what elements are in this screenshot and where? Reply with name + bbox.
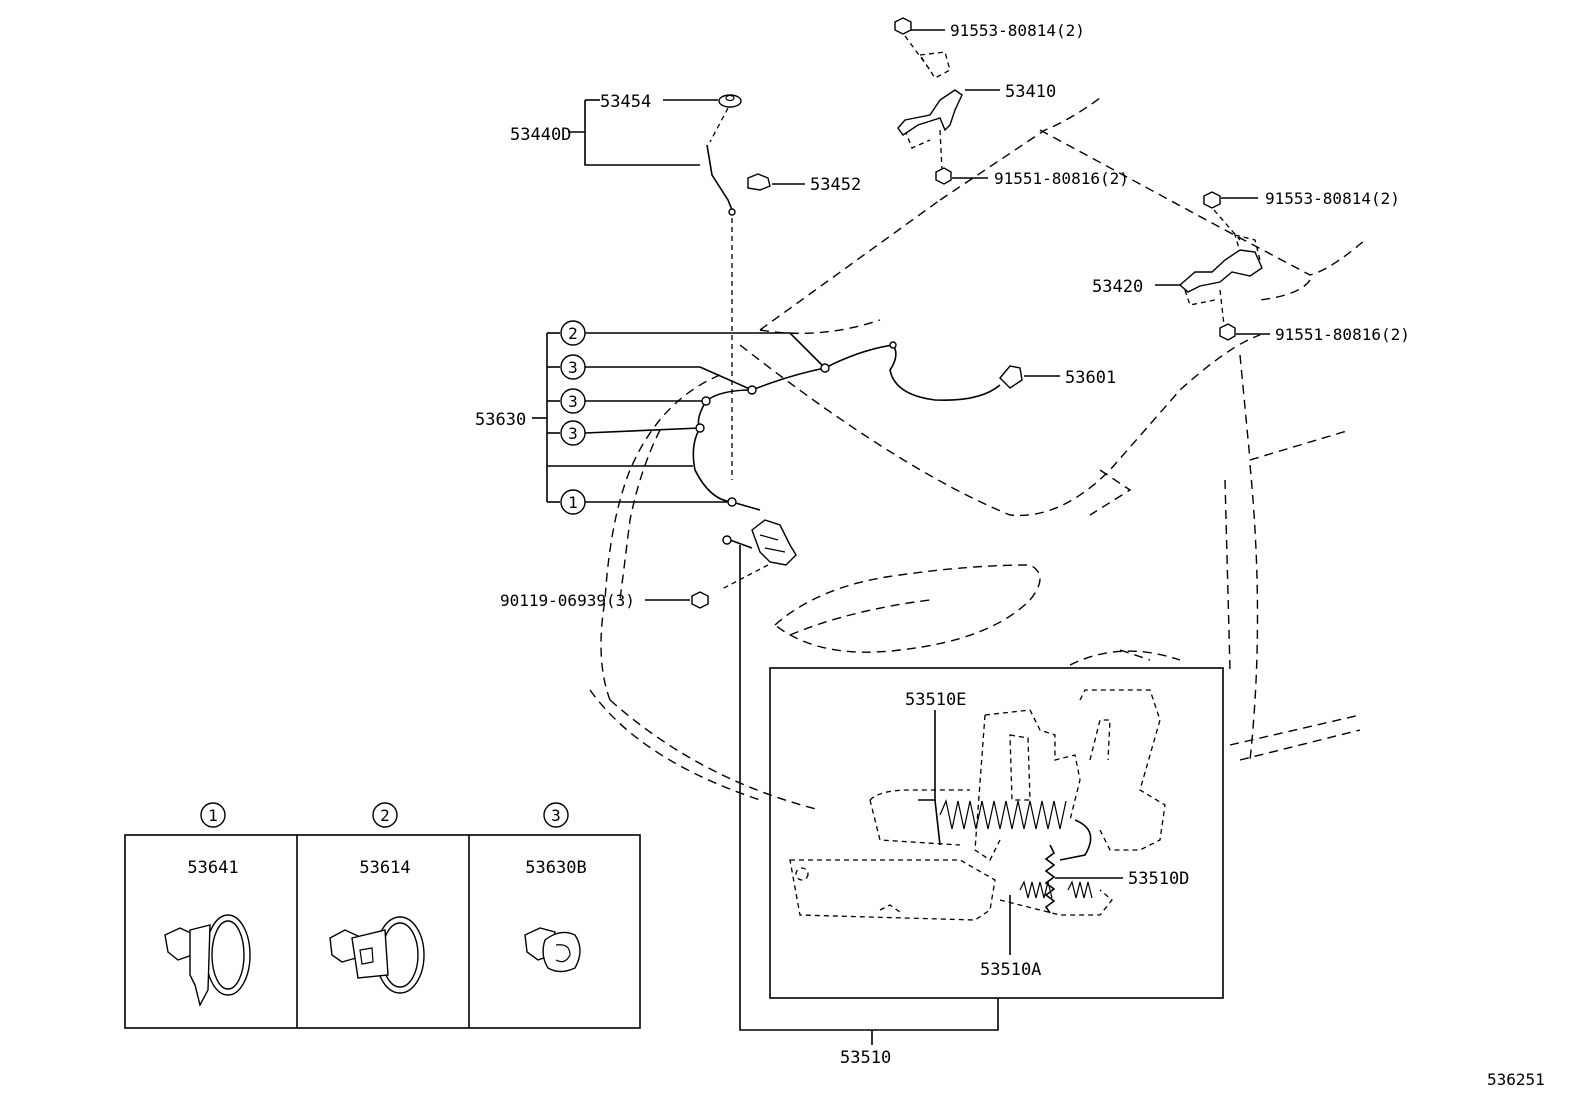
label-53510E: 53510E [905,690,966,710]
group-53440D: 53440D 53454 53452 [510,92,861,480]
nut-91551-right-icon [1219,323,1236,341]
label-53410: 53410 [1005,82,1056,102]
label-53420: 53420 [1092,277,1143,297]
label-53510A: 53510A [980,960,1041,980]
label-53454: 53454 [600,92,651,112]
label-53641: 53641 [187,858,238,878]
clip-table: 1 2 3 53641 53614 53630B [124,802,641,1029]
clip-53614-icon [329,916,425,994]
label-53510: 53510 [840,1048,891,1068]
label-91553-right: 91553-80814(2) [1265,189,1400,208]
label-53452: 53452 [810,175,861,195]
spring-53510E-icon [939,799,1067,830]
hood-hinge-53420-icon [1178,249,1263,293]
label-53510D: 53510D [1128,869,1189,889]
label-53614: 53614 [359,858,410,878]
support-rod-icon [706,144,733,211]
reference-number: 536251 [1487,1070,1545,1089]
label-53601: 53601 [1065,368,1116,388]
nut-91551-top-icon [935,167,952,185]
detail-frame [769,667,1224,999]
clip-53630B-icon [524,927,581,973]
callout-1-text: 1 [568,493,578,512]
callout-3-text-b: 3 [568,392,578,411]
label-91551-top: 91551-80816(2) [994,169,1129,188]
spring-53510D-icon [1044,844,1056,914]
callout-2-header-text: 2 [380,806,390,825]
vehicle-outline [589,97,1366,811]
callout-3-text-a: 3 [568,358,578,377]
release-cable-icon [824,344,1001,402]
callout-3-header-text: 3 [551,806,561,825]
detail-box-53510: 53510E 53510D 53510A [769,667,1224,999]
clip-53641-icon [164,914,251,1007]
callout-2-text: 2 [568,324,578,343]
bolt-90119-icon [691,591,709,609]
label-91551-right: 91551-80816(2) [1275,325,1410,344]
callout-2-header [372,802,398,828]
label-53440D: 53440D [510,125,571,145]
hood-latch-small: 90119-06939(3) 53510 [500,519,999,1068]
hood-hinge-53410-icon [897,89,963,136]
group-53410: 91553-80814(2) 53410 91551-80816(2) [894,17,1129,188]
callout-3-text-c: 3 [568,424,578,443]
label-90119: 90119-06939(3) [500,591,635,610]
bolt-91553-right-icon [1203,191,1221,209]
label-53630B: 53630B [525,858,586,878]
bolt-91553-top-icon [894,17,912,35]
hood-latch-icon [751,519,797,566]
label-53630: 53630 [475,410,526,430]
callout-1-header [200,802,226,828]
label-91553-top: 91553-80814(2) [950,21,1085,40]
release-handle-53601-icon [999,365,1023,389]
spring-53510A-icon [1019,880,1053,899]
callout-3-header [543,802,569,828]
holder-53452-icon [747,173,771,191]
group-53630: 53630 2 3 3 3 1 5 [475,320,1116,515]
group-53420: 91553-80814(2) 53420 91551-80816(2) [1092,189,1410,344]
callout-1-header-text: 1 [208,806,218,825]
